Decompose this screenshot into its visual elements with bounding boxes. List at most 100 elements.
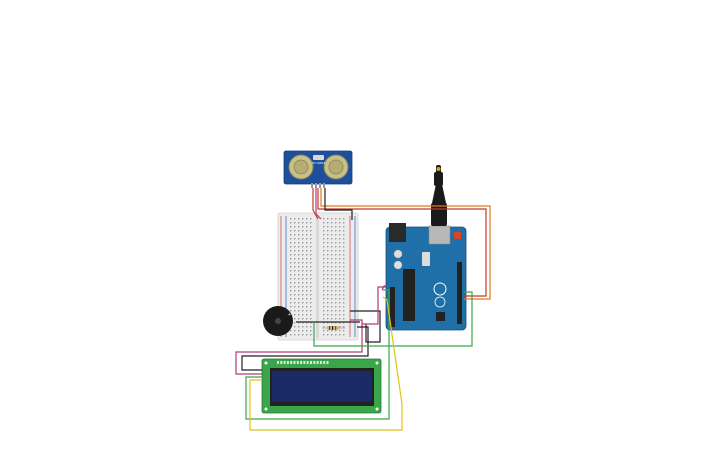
breadboard-hole xyxy=(302,274,304,276)
wire-arduino-left[interactable] xyxy=(362,286,386,325)
breadboard-hole xyxy=(331,330,333,332)
breadboard-hole xyxy=(339,326,341,328)
ultrasonic-sensor[interactable]: HC-SR04 xyxy=(283,150,353,188)
lcd-pin xyxy=(316,361,319,364)
resistor[interactable] xyxy=(322,326,345,330)
breadboard-hole xyxy=(290,282,292,284)
breadboard-hole xyxy=(335,310,337,312)
breadboard-hole xyxy=(335,286,337,288)
breadboard-hole xyxy=(331,286,333,288)
breadboard-hole xyxy=(302,290,304,292)
wire-sensor-vcc[interactable] xyxy=(312,188,319,220)
breadboard-hole xyxy=(343,238,345,240)
breadboard-hole xyxy=(294,226,296,228)
breadboard-hole xyxy=(343,242,345,244)
breadboard-hole xyxy=(339,250,341,252)
wire-sensor-trig[interactable] xyxy=(320,188,491,300)
breadboard-hole xyxy=(343,254,345,256)
breadboard-hole xyxy=(323,282,325,284)
wire-lcd-contrast[interactable] xyxy=(249,296,403,431)
breadboard-hole xyxy=(298,222,300,224)
wire-sensor-gnd[interactable] xyxy=(324,188,353,220)
breadboard-hole xyxy=(298,266,300,268)
wire-lcd-gnd[interactable] xyxy=(241,326,369,371)
breadboard-hole xyxy=(294,286,296,288)
breadboard-hole xyxy=(335,270,337,272)
breadboard-hole xyxy=(327,242,329,244)
wire-5v-arduino[interactable] xyxy=(381,285,386,291)
breadboard-hole xyxy=(302,246,304,248)
breadboard-hole xyxy=(331,258,333,260)
breadboard-hole xyxy=(339,238,341,240)
wire-gnd-arduino[interactable] xyxy=(350,310,381,343)
breadboard-hole xyxy=(327,334,329,336)
arduino-uno-board[interactable] xyxy=(385,223,467,331)
lcd-pin xyxy=(323,361,326,364)
breadboard-hole xyxy=(331,218,333,220)
wire-sensor-echo[interactable] xyxy=(317,188,487,297)
breadboard-hole xyxy=(343,278,345,280)
breadboard-hole xyxy=(339,258,341,260)
breadboard-hole xyxy=(323,326,325,328)
piezo-buzzer[interactable]: + xyxy=(263,306,293,336)
breadboard[interactable] xyxy=(277,212,359,341)
breadboard-hole xyxy=(310,274,312,276)
wires xyxy=(235,188,491,431)
breadboard-hole xyxy=(290,294,292,296)
lcd-pin xyxy=(290,361,293,364)
breadboard-hole xyxy=(327,270,329,272)
breadboard-hole xyxy=(343,298,345,300)
breadboard-hole xyxy=(343,302,345,304)
breadboard-hole xyxy=(302,222,304,224)
reset-button[interactable] xyxy=(454,232,461,239)
lcd-16x2-display[interactable] xyxy=(261,358,382,414)
wire-lcd-vcc[interactable] xyxy=(235,319,363,375)
usb-chip xyxy=(436,312,445,321)
breadboard-hole xyxy=(290,262,292,264)
breadboard-hole xyxy=(294,238,296,240)
breadboard-hole xyxy=(302,278,304,280)
breadboard-hole xyxy=(290,222,292,224)
breadboard-hole xyxy=(306,286,308,288)
breadboard-hole xyxy=(290,238,292,240)
breadboard-hole xyxy=(331,226,333,228)
breadboard-hole xyxy=(290,226,292,228)
breadboard-hole xyxy=(290,270,292,272)
breadboard-hole xyxy=(298,270,300,272)
lcd-pin xyxy=(303,361,306,364)
breadboard-hole xyxy=(306,330,308,332)
breadboard-hole xyxy=(331,250,333,252)
wire-sensor-gnd-2[interactable] xyxy=(315,188,322,220)
breadboard-hole xyxy=(310,330,312,332)
breadboard-hole xyxy=(302,330,304,332)
breadboard-hole xyxy=(331,242,333,244)
breadboard-hole xyxy=(335,238,337,240)
breadboard-hole xyxy=(310,270,312,272)
breadboard-hole xyxy=(335,314,337,316)
wire-lcd-rs[interactable] xyxy=(313,291,473,347)
breadboard-hole xyxy=(302,234,304,236)
analog-power-header xyxy=(390,287,395,327)
breadboard-hole xyxy=(343,230,345,232)
breadboard-hole xyxy=(327,314,329,316)
breadboard-hole xyxy=(335,290,337,292)
breadboard-hole xyxy=(290,230,292,232)
breadboard-hole xyxy=(294,262,296,264)
power-plug[interactable] xyxy=(431,165,447,226)
breadboard-hole xyxy=(339,306,341,308)
breadboard-hole xyxy=(335,250,337,252)
breadboard-hole xyxy=(343,282,345,284)
breadboard-hole xyxy=(335,330,337,332)
breadboard-hole xyxy=(310,286,312,288)
breadboard-hole xyxy=(294,242,296,244)
breadboard-hole xyxy=(335,334,337,336)
breadboard-hole xyxy=(343,258,345,260)
breadboard-hole xyxy=(310,290,312,292)
breadboard-hole xyxy=(306,246,308,248)
breadboard-hole xyxy=(327,286,329,288)
lcd-pin xyxy=(286,361,289,364)
breadboard-hole xyxy=(339,330,341,332)
breadboard-hole xyxy=(306,322,308,324)
breadboard-hole xyxy=(298,322,300,324)
wire-lcd-data[interactable] xyxy=(245,289,390,420)
